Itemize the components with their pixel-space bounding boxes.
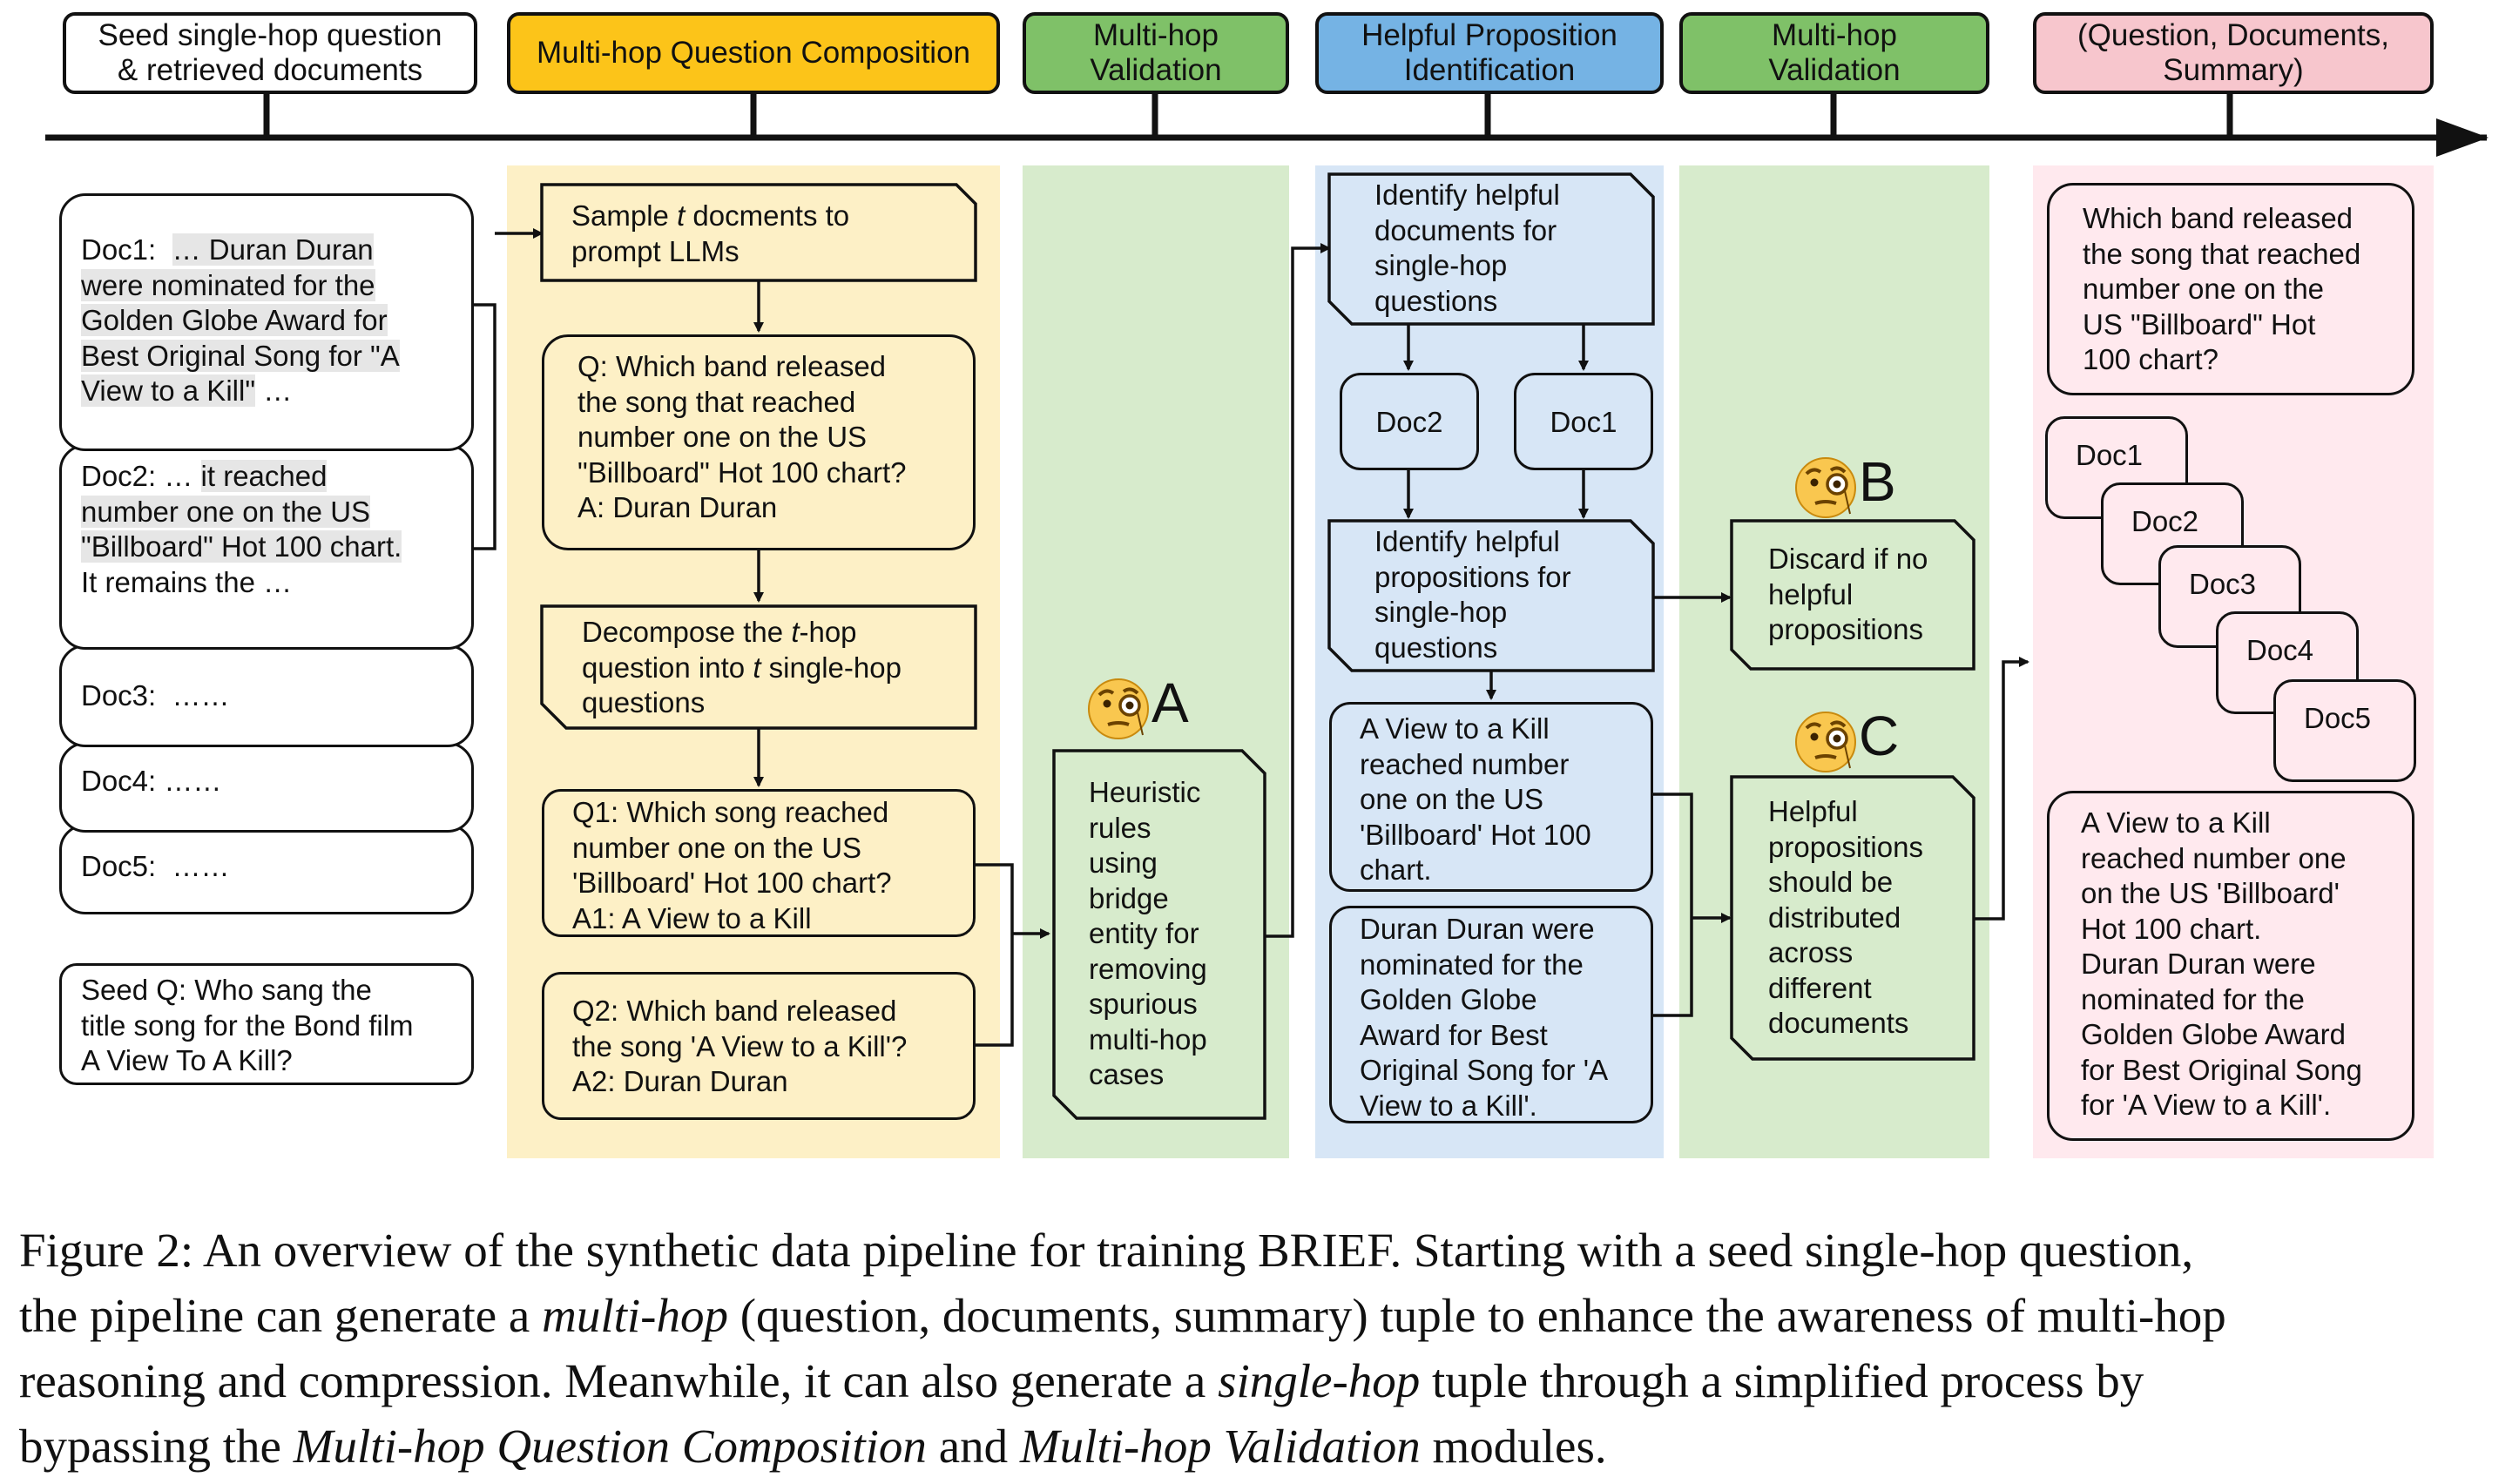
- seed-question: Seed Q: Who sang the title song for the …: [59, 963, 474, 1085]
- figure-caption: Figure 2: An overview of the synthetic d…: [19, 1224, 2226, 1473]
- seed-doc5: Doc5: ……: [59, 824, 474, 914]
- single-hop-q2-box: Q2: Which band released the song 'A View…: [542, 972, 976, 1120]
- label-b: B: [1793, 453, 1896, 519]
- discard-step: Discard if no helpful propositions: [1768, 543, 1928, 645]
- stage-header-output: (Question, Documents,Summary): [2033, 12, 2434, 94]
- identify-doc2: Doc2: [1340, 373, 1479, 470]
- single-hop-q1-box: Q1: Which song reached number one on the…: [542, 789, 976, 937]
- output-question: Which band released the song that reache…: [2047, 183, 2414, 395]
- helpful-distribution-step: Helpful propositions should be distribut…: [1768, 795, 1923, 1039]
- output-doc2: Doc2: [2101, 482, 2244, 585]
- decompose-step: Decompose the t-hop question into t sing…: [582, 616, 902, 718]
- identify-props-step: Identify helpful propositions for single…: [1374, 525, 1571, 664]
- seed-doc3: Doc3: ……: [59, 644, 474, 747]
- output-doc5: Doc5: [2273, 679, 2416, 782]
- multihop-qa-box: Q: Which band released the song that rea…: [542, 334, 976, 550]
- seed-doc4: Doc4: ……: [59, 742, 474, 833]
- face-with-monocle-icon: [1795, 457, 1856, 518]
- face-with-monocle-icon: [1795, 712, 1856, 772]
- identify-doc1: Doc1: [1514, 373, 1653, 470]
- proposition-2: Duran Duran were nominated for the Golde…: [1329, 906, 1653, 1123]
- identify-docs-step: Identify helpful documents for single-ho…: [1374, 179, 1560, 317]
- output-summary: A View to a Kill reached number one on t…: [2047, 791, 2414, 1141]
- label-a: A: [1085, 674, 1189, 740]
- stage-header-seed: Seed single-hop question& retrieved docu…: [63, 12, 477, 94]
- stage-header-compose: Multi-hop Question Composition: [507, 12, 1000, 94]
- label-c: C: [1793, 707, 1899, 773]
- seed-doc2: Doc2: … it reached number one on the US …: [59, 444, 474, 650]
- seed-doc1: Doc1: … Duran Duran were nominated for t…: [59, 193, 474, 451]
- face-with-monocle-icon: [1088, 678, 1149, 739]
- sample-docs-step: Sample t docments to prompt LLMs: [571, 199, 850, 267]
- heuristic-rules-step: Heuristic rules using bridge entity for …: [1089, 776, 1207, 1090]
- proposition-1: A View to a Kill reached number one on t…: [1329, 702, 1653, 892]
